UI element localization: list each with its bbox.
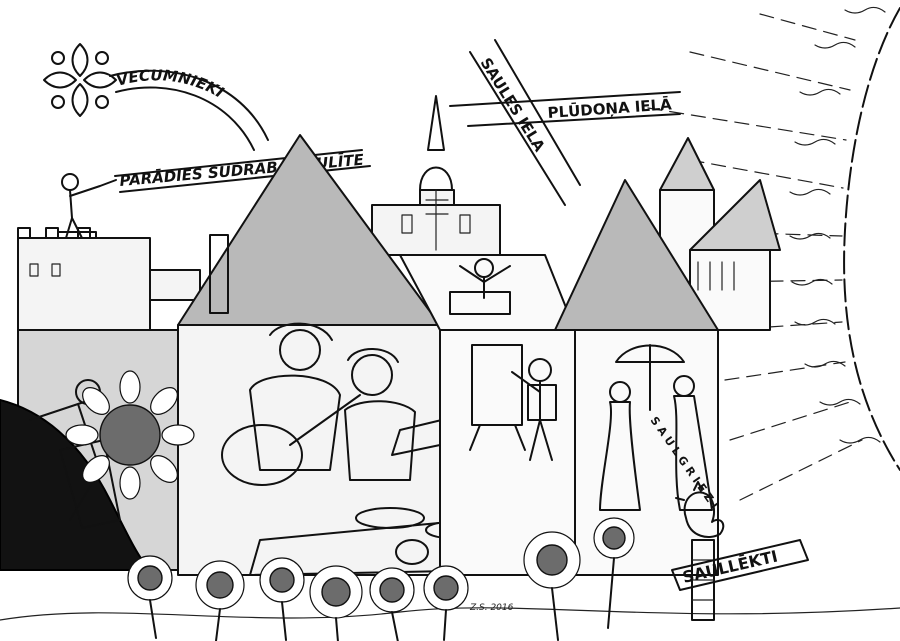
house-musicians <box>177 134 531 576</box>
vecumnieki-arc: VECUMNIEKI <box>109 66 269 151</box>
label-vecumnieki: VECUMNIEKI <box>114 66 227 101</box>
umbrella-icon <box>615 344 685 411</box>
trumpeter-figure <box>57 173 117 245</box>
painter-figure <box>511 358 557 461</box>
church-tower <box>371 95 501 256</box>
signpost: SAULLĒKTI <box>671 539 809 621</box>
sun-icon <box>647 6 900 501</box>
rooster-icon <box>675 481 725 538</box>
lute-player <box>221 322 361 486</box>
sunflower-icon <box>65 370 195 500</box>
couple-figures <box>599 375 713 511</box>
joyful-figure <box>449 258 511 315</box>
fleur-de-lis-icon <box>43 43 117 117</box>
street-signs: SAULES IELA PLŪDOŅA IELĀ <box>449 39 681 206</box>
artist-signature: Z.S. 2016 <box>469 603 514 613</box>
ground-line <box>0 607 900 621</box>
easel <box>469 344 526 451</box>
sunflower-row <box>127 517 635 641</box>
